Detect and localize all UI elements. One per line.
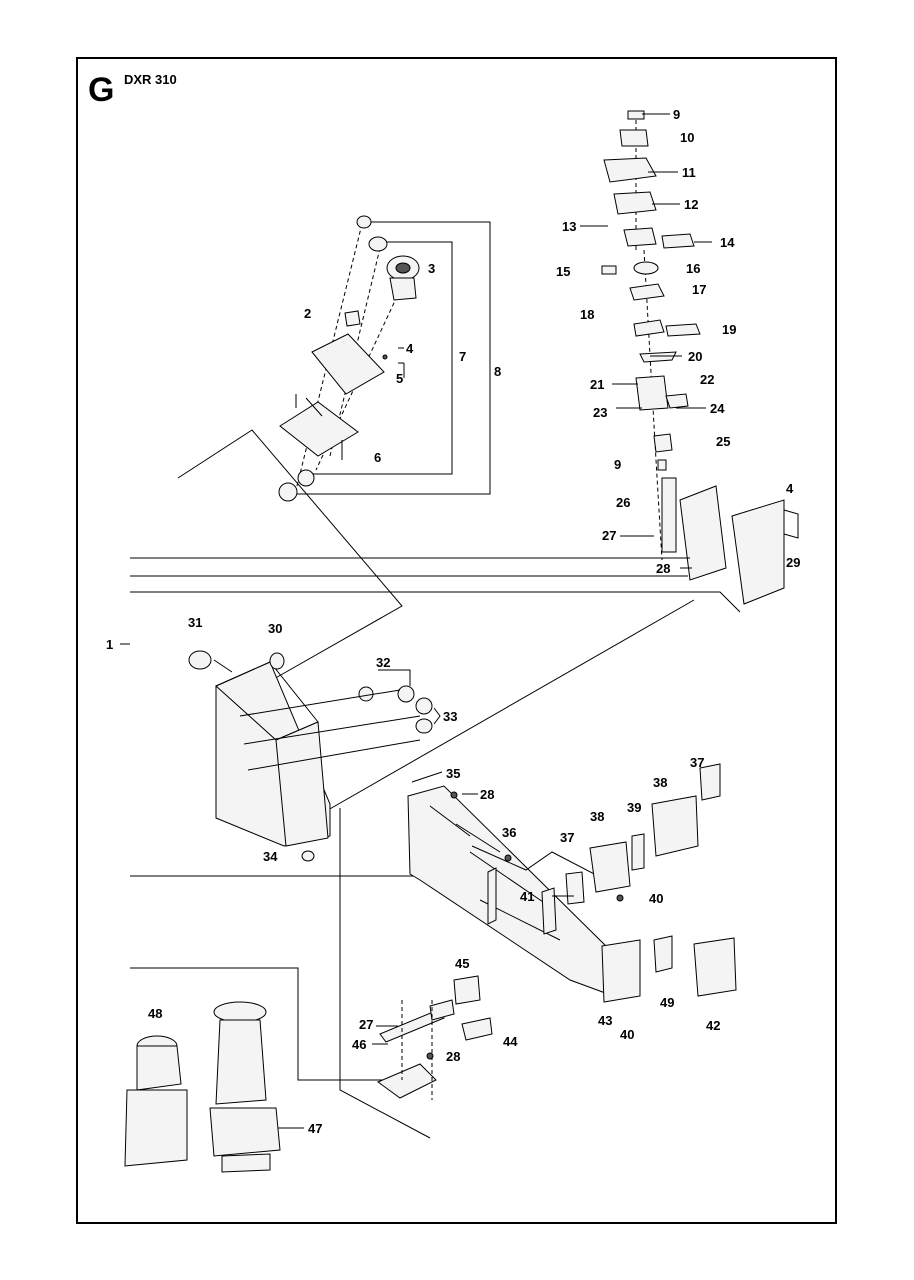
callout-1: 1 [106,637,113,652]
callout-21: 21 [590,377,604,392]
callout-46: 46 [352,1037,366,1052]
callout-37-right: 37 [690,755,704,770]
callout-28-top: 28 [656,561,670,576]
callout-6: 6 [374,450,381,465]
callout-45: 45 [455,956,469,971]
callout-11: 11 [682,165,696,180]
callout-25: 25 [716,434,730,449]
column-assembly [278,215,491,502]
callout-9-mid: 9 [614,457,621,472]
callout-26: 26 [616,495,630,510]
callout-33: 33 [443,709,457,724]
switch-stack [580,110,799,605]
callout-38-left: 38 [590,809,604,824]
mounting-plate [407,763,737,1003]
callout-40-bottom: 40 [620,1027,634,1042]
callout-31: 31 [188,615,202,630]
callout-44: 44 [503,1034,518,1049]
callout-numbers: 9 10 11 12 13 14 15 16 17 18 19 20 21 22… [106,107,800,1136]
callout-48: 48 [148,1006,162,1021]
callout-16: 16 [686,261,700,276]
callout-2: 2 [304,306,311,321]
callout-29: 29 [786,555,800,570]
callout-17: 17 [692,282,706,297]
callout-27-bottom: 27 [359,1017,373,1032]
section-letter: G [88,71,114,109]
callout-8: 8 [494,364,501,379]
callout-14: 14 [720,235,735,250]
callout-47: 47 [308,1121,322,1136]
callout-49: 49 [660,995,674,1010]
callout-12: 12 [684,197,698,212]
callout-27-top: 27 [602,528,616,543]
callout-32: 32 [376,655,390,670]
callout-23: 23 [593,405,607,420]
callout-15: 15 [556,264,570,279]
callout-22: 22 [700,372,714,387]
callout-3: 3 [428,261,435,276]
callout-43: 43 [598,1013,612,1028]
callout-13: 13 [562,219,576,234]
callout-34: 34 [263,849,278,864]
callout-20: 20 [688,349,702,364]
callout-38-right: 38 [653,775,667,790]
page-border [76,57,837,1224]
callout-28-mid: 28 [480,787,494,802]
control-box [188,650,441,862]
callout-37-left: 37 [560,830,574,845]
callout-18: 18 [580,307,594,322]
callout-35: 35 [446,766,460,781]
callout-24: 24 [710,401,725,416]
model-name: DXR 310 [124,72,177,87]
callout-19: 19 [722,322,736,337]
connector-lines [120,429,741,1139]
callout-10: 10 [680,130,694,145]
callout-30: 30 [268,621,282,636]
callout-36: 36 [502,825,516,840]
callout-40-mid: 40 [649,891,663,906]
callout-7: 7 [459,349,466,364]
callout-28-bottom: 28 [446,1049,460,1064]
callout-5: 5 [396,371,403,386]
callout-41: 41 [520,889,534,904]
callout-4-right: 4 [786,481,794,496]
callout-9-top: 9 [673,107,680,122]
callout-4-left: 4 [406,341,414,356]
callout-42: 42 [706,1018,720,1033]
bottom-assembly [372,975,493,1100]
callout-39: 39 [627,800,641,815]
cable-plugs [124,1001,304,1173]
